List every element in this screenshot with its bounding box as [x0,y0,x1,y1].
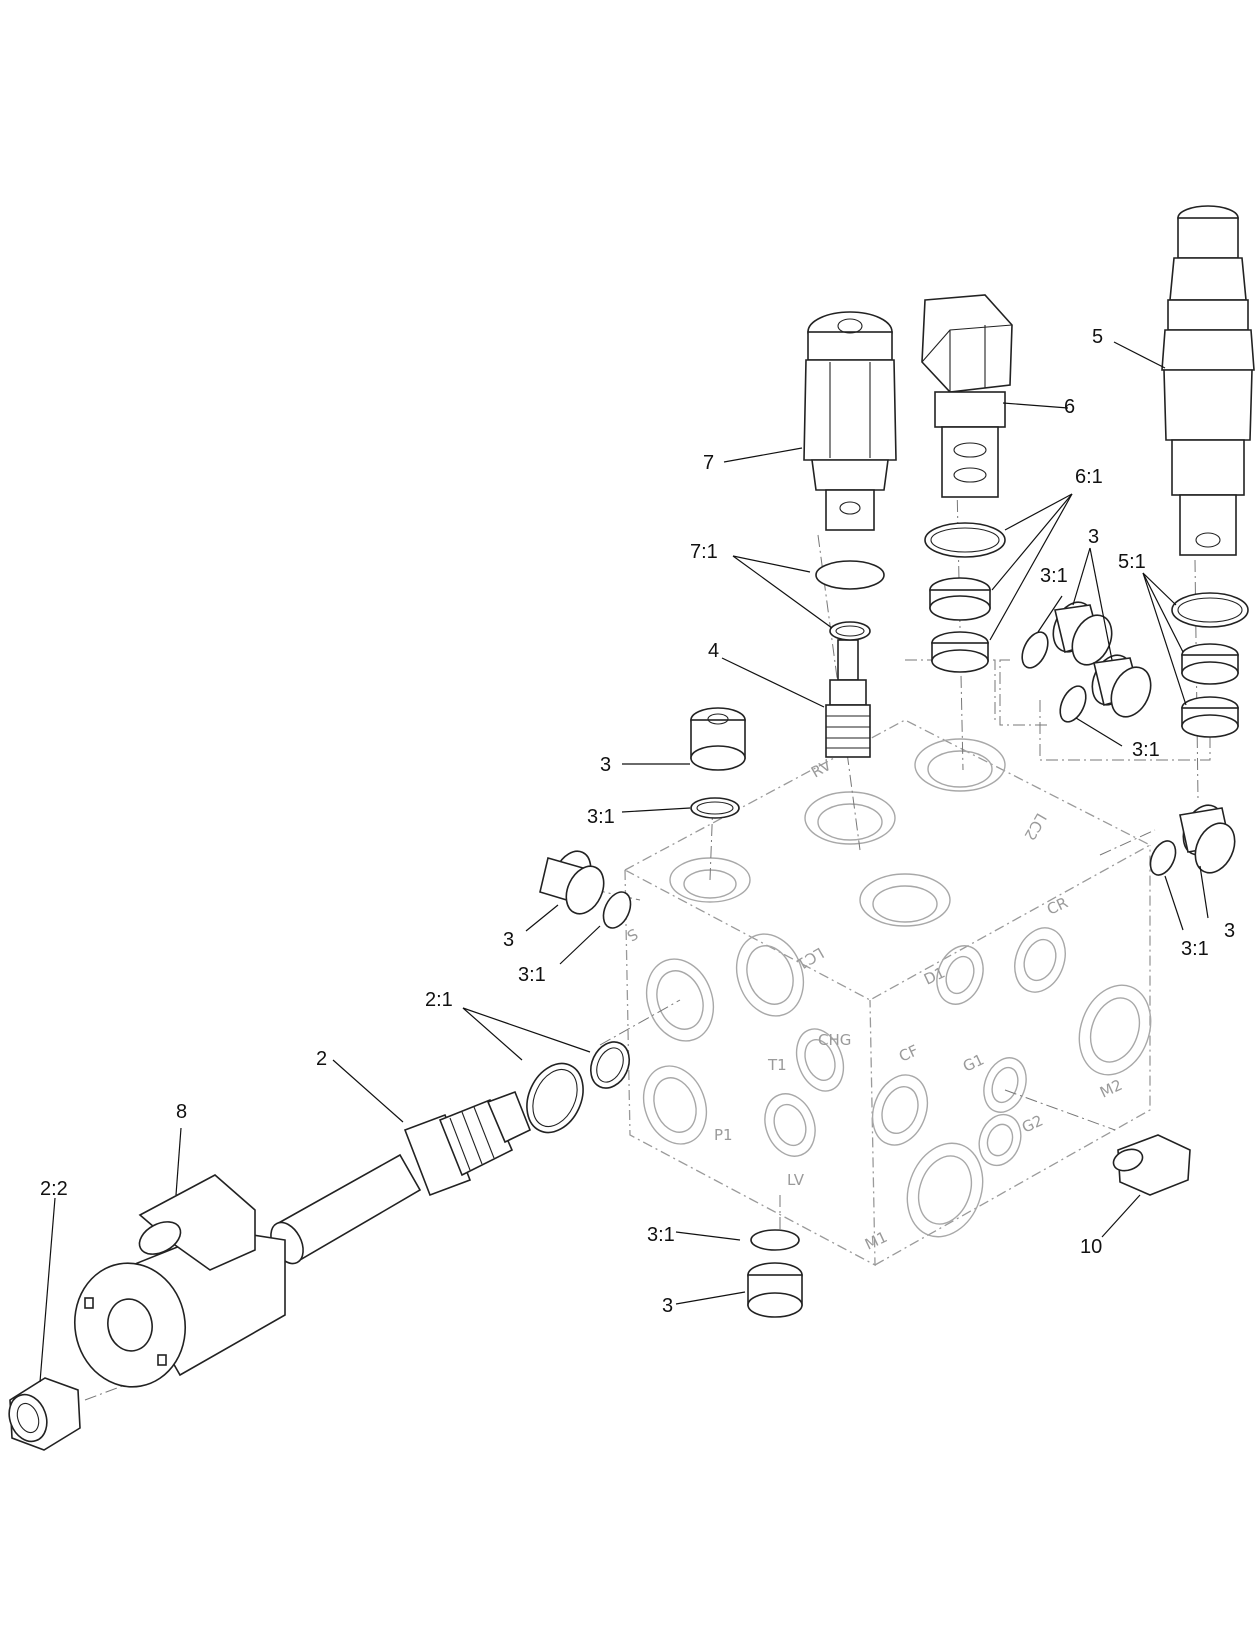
part-6-cartridge [921,294,1013,498]
port-label-lc1: LC1 [793,944,827,974]
callout-6: 6 [1064,396,1075,418]
port-label-chg: CHG [818,1031,851,1049]
callout-6-1: 6:1 [1075,466,1103,488]
callout-2: 2 [316,1048,327,1070]
callout-3-1-top: 3:1 [587,806,615,828]
callout-3-1-upper-right-b: 3:1 [1132,739,1160,761]
port-label-lc2: LC2 [1020,810,1050,844]
manifold-block [623,719,1152,1267]
part-5-cartridge [1161,205,1255,556]
callout-2-2: 2:2 [40,1178,68,1200]
port-label-m2: M2 [1097,1076,1125,1102]
port-label-g1: G1 [960,1050,987,1075]
port-label-g2: G2 [1019,1111,1046,1136]
port-label-cf: CF [896,1041,921,1065]
callout-8: 8 [176,1101,187,1123]
callout-3-bottom: 3 [662,1295,673,1317]
callout-7: 7 [703,452,714,474]
callout-2-1: 2:1 [425,989,453,1011]
port-label-p1: P1 [714,1126,733,1144]
port-label-rv: RV [808,756,835,782]
plugs-part-3 [539,601,1236,1318]
seal-rings [526,522,1249,1251]
callout-5: 5 [1092,326,1103,348]
port-label-lv: LV [787,1171,805,1189]
callout-4: 4 [708,640,719,662]
callout-3-left: 3 [503,929,514,951]
part-7-cartridge [803,311,897,531]
port-label-t1: T1 [767,1056,787,1074]
callout-3-right: 3 [1224,920,1235,942]
callouts: 7 7:1 4 6 6:1 5 5:1 3 3:1 3:1 3 3:1 3 3:… [40,326,1235,1317]
port-label-cr: CR [1044,893,1071,918]
callout-3-1-left: 3:1 [518,964,546,986]
callout-3-1-upper-right-a: 3:1 [1040,565,1068,587]
part-10-plug [1112,1134,1191,1196]
port-label-d1: D1 [921,963,948,988]
part-4-poppet [825,639,871,758]
callout-3-top: 3 [600,754,611,776]
callout-3-1-right: 3:1 [1181,938,1209,960]
callout-7-1: 7:1 [690,541,718,563]
port-label-m1: M1 [862,1228,890,1254]
leader-lines [39,341,1209,1383]
part-8-coil [73,1174,286,1388]
callout-5-1: 5:1 [1118,551,1146,573]
callout-10: 10 [1080,1236,1102,1258]
part-2-solenoid-valve [270,1090,532,1265]
part-2-2-nut [8,1377,81,1451]
callout-3-upper-right: 3 [1088,526,1099,548]
callout-3-1-bottom: 3:1 [647,1224,675,1246]
